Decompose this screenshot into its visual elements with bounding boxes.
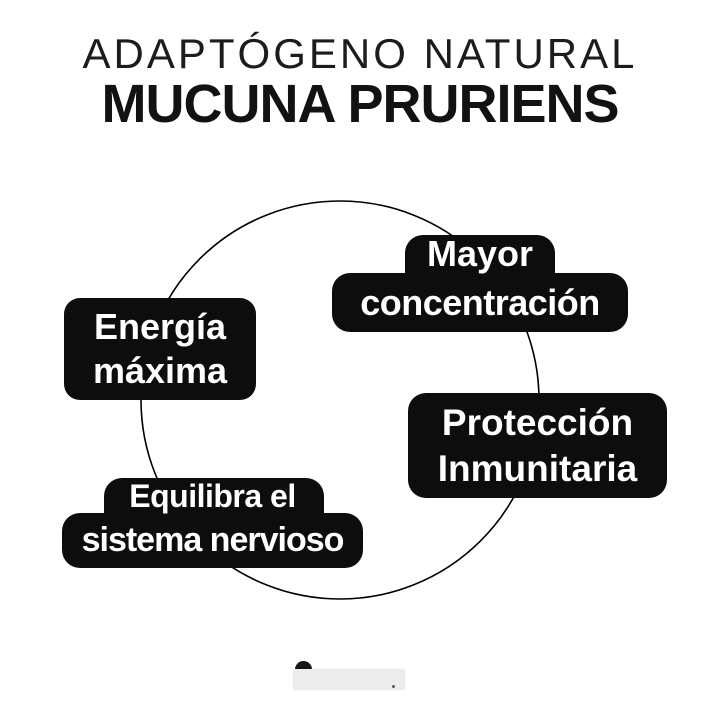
badge-energia-line-2: máxima xyxy=(92,350,228,391)
brand-speck xyxy=(392,685,395,688)
page-title: MUCUNA PRURIENS xyxy=(101,74,619,134)
badge-equilibra-shape-bottom xyxy=(62,513,363,568)
badge-mayor-concentracion: Mayor concentración xyxy=(332,233,628,332)
badge-equilibra-sistema: Equilibra el sistema nervioso xyxy=(62,478,363,568)
badge-proteccion-inmunitaria: Protección Inmunitaria xyxy=(408,393,667,498)
badge-energia-line-1: Energía xyxy=(93,306,227,347)
badge-mayor-line-2: concentración xyxy=(360,281,600,323)
badge-equilibra-line-1: Equilibra el xyxy=(129,478,296,514)
badge-mayor-shape-bottom xyxy=(332,273,628,332)
badge-equilibra-line-2: sistema nervioso xyxy=(81,521,345,559)
badge-proteccion-line-1: Protección xyxy=(441,401,634,443)
badge-proteccion-line-2: Inmunitaria xyxy=(437,447,638,489)
redacted-logo-cover xyxy=(293,669,405,690)
badge-mayor-line-1: Mayor xyxy=(426,233,534,274)
badge-energia-maxima: Energía máxima xyxy=(64,298,256,400)
subtitle: ADAPTÓGENO NATURAL xyxy=(82,30,638,77)
